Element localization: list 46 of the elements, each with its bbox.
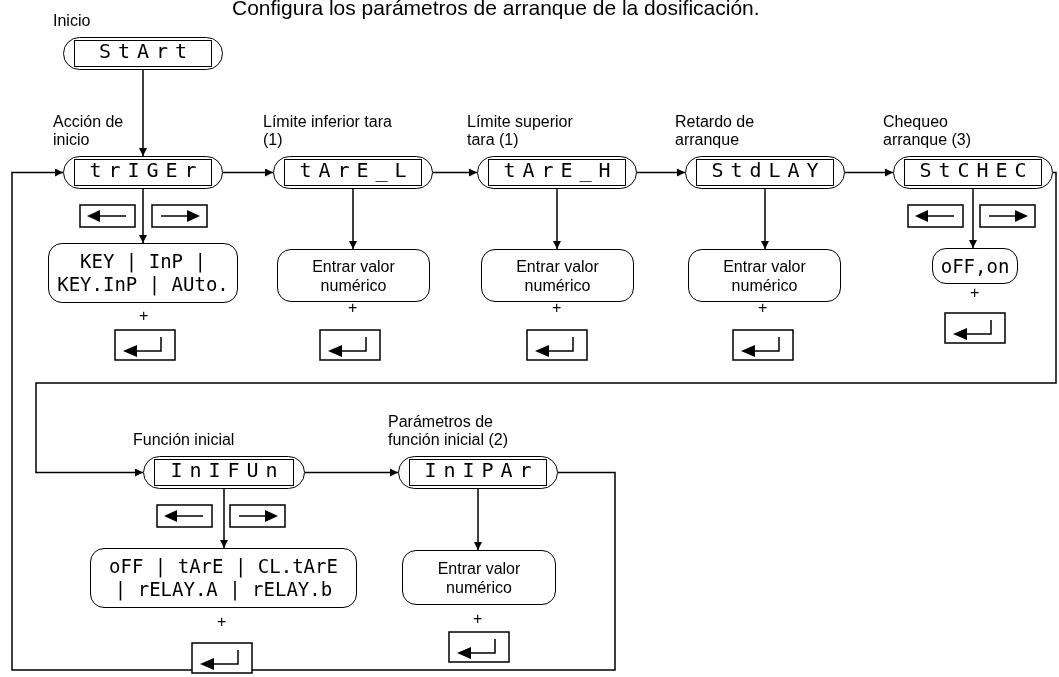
plus-sign: + — [473, 611, 483, 627]
option-list-box: oFF,on — [932, 248, 1018, 284]
heading-label: Límite inferior tara (1) — [263, 113, 393, 149]
heading-label: Límite superior tara (1) — [467, 113, 574, 149]
plus-sign: + — [217, 614, 227, 630]
heading-label: Retardo de arranque — [675, 113, 756, 149]
arrow — [432, 168, 478, 177]
plus-sign: + — [348, 300, 358, 316]
display-screen: InIPAr — [398, 456, 558, 489]
arrow — [553, 188, 561, 250]
display-screen: StCHEC — [893, 156, 1053, 189]
value-entry-box: Entrar valor numérico — [688, 249, 841, 302]
display-screen: StdLAY — [685, 156, 845, 189]
option-list-box: KEY | InP | KEY.InP | AUto. — [48, 243, 238, 303]
plus-sign: + — [970, 285, 980, 301]
arrow — [969, 188, 977, 249]
value-entry-box: Entrar valor numérico — [277, 249, 430, 302]
arrow — [844, 168, 894, 177]
arrow — [139, 188, 147, 244]
arrow — [304, 468, 399, 477]
display-screen: InIFUn — [143, 456, 305, 489]
heading-label: Acción de inicio — [53, 113, 125, 149]
heading-label: Inicio — [53, 12, 92, 30]
heading-label: Chequeo arranque (3) — [883, 113, 973, 149]
value-entry-box: Entrar valor numérico — [402, 550, 556, 605]
arrow — [474, 488, 482, 551]
heading-label: Función inicial — [133, 431, 236, 449]
arrow — [761, 188, 769, 250]
display-screen: tArE_L — [273, 156, 433, 189]
display-screen: StArt — [63, 37, 223, 70]
arrow — [139, 69, 147, 157]
display-screen: trIGEr — [63, 156, 223, 189]
value-entry-box: Entrar valor numérico — [481, 249, 634, 302]
arrow — [35, 171, 1057, 477]
arrow — [220, 488, 228, 549]
plus-sign: + — [552, 300, 562, 316]
plus-sign: + — [758, 300, 768, 316]
display-screen: tArE_H — [477, 156, 637, 189]
plus-sign: + — [139, 308, 149, 324]
option-list-box: oFF | tArE | CL.tArE | rELAY.A | rELAY.b — [90, 548, 357, 608]
heading-label: Parámetros de función inicial (2) — [388, 413, 510, 449]
arrow — [11, 168, 616, 671]
arrow — [349, 188, 357, 250]
arrow — [636, 168, 686, 177]
arrow — [222, 168, 274, 177]
diagram-title: Configura los parámetros de arranque de la dosificación. — [232, 0, 760, 20]
